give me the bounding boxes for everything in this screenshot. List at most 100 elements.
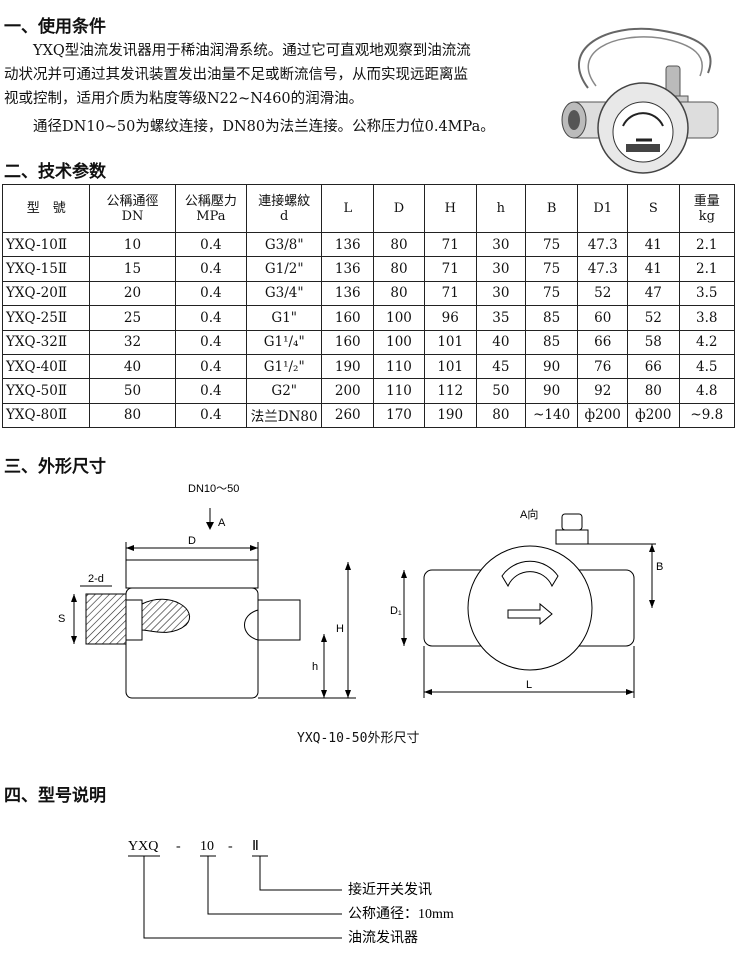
table-cell: 66 bbox=[577, 329, 629, 355]
table-cell: 40 bbox=[475, 329, 526, 355]
table-cell: YXQ-25Ⅱ bbox=[1, 305, 91, 331]
l-dim-label: L bbox=[526, 679, 532, 691]
table-cell: G1¹/₂" bbox=[246, 353, 323, 380]
table-cell: 160 bbox=[321, 305, 375, 331]
table-cell: 101 bbox=[423, 329, 477, 355]
table-cell: 110 bbox=[373, 353, 425, 380]
table-cell: 4.2 bbox=[678, 329, 736, 355]
table-cell: 4.5 bbox=[678, 353, 736, 380]
col-header: B bbox=[524, 184, 579, 233]
table-cell: 90 bbox=[524, 353, 579, 380]
table-cell: 47.3 bbox=[577, 256, 629, 282]
a-view-label: A向 bbox=[520, 507, 538, 521]
table-cell: 30 bbox=[475, 256, 526, 282]
table-cell: 200 bbox=[321, 378, 375, 404]
table-cell: G2" bbox=[246, 378, 323, 404]
col-header: H bbox=[423, 184, 477, 233]
table-cell: 10 bbox=[89, 231, 176, 258]
section-heading-dims: 三、外形尺寸 bbox=[4, 457, 106, 477]
table-cell: G1" bbox=[246, 305, 323, 331]
col-header: h bbox=[475, 184, 526, 233]
table-cell: 0.4 bbox=[174, 353, 248, 380]
table-cell: 76 bbox=[577, 353, 629, 380]
table-cell: 50 bbox=[89, 378, 176, 404]
d1-dim-label: D₁ bbox=[390, 605, 402, 617]
table-cell: 0.4 bbox=[174, 280, 248, 307]
usage-line-3: 视或控制，适用介质为粘度等级N22~N460的润滑油。 bbox=[4, 91, 364, 107]
table-cell: 0.4 bbox=[174, 256, 248, 282]
table-cell: 75 bbox=[524, 256, 579, 282]
table-cell: 100 bbox=[373, 329, 425, 355]
table-cell: 3.5 bbox=[678, 280, 736, 307]
table-cell: 90 bbox=[524, 378, 579, 404]
table-cell: 2.1 bbox=[678, 256, 736, 282]
model-desc-switch: 接近开关发讯 bbox=[348, 881, 432, 898]
table-cell: 80 bbox=[373, 280, 425, 307]
table-cell: 4.8 bbox=[678, 378, 736, 404]
col-header: 型 號 bbox=[1, 184, 91, 233]
col-header: D1 bbox=[577, 184, 629, 233]
table-cell: 3.8 bbox=[678, 305, 736, 331]
table-cell: 136 bbox=[321, 256, 375, 282]
table-cell: 160 bbox=[321, 329, 375, 355]
table-cell: 85 bbox=[524, 305, 579, 331]
table-cell: 190 bbox=[423, 402, 477, 429]
table-cell: 80 bbox=[373, 231, 425, 258]
table-cell: 41 bbox=[627, 231, 680, 258]
table-cell: 20 bbox=[89, 280, 176, 307]
table-cell: 50 bbox=[475, 378, 526, 404]
table-cell: YXQ-40Ⅱ bbox=[1, 353, 91, 380]
table-cell: 80 bbox=[373, 256, 425, 282]
table-cell: YXQ-20Ⅱ bbox=[1, 280, 91, 307]
table-cell: ф200 bbox=[627, 402, 680, 429]
model-code-diagram: YXQ - 10 - Ⅱ 接近开关发讯 公称通径：10mm 油流发讯器 bbox=[128, 839, 454, 946]
section-heading-usage: 一、使用条件 bbox=[4, 17, 106, 37]
table-cell: YXQ-32Ⅱ bbox=[1, 329, 91, 355]
table-cell: YXQ-10Ⅱ bbox=[1, 231, 91, 258]
section-heading-params: 二、技术参数 bbox=[4, 162, 106, 182]
table-cell: 40 bbox=[89, 353, 176, 380]
table-cell: 75 bbox=[524, 280, 579, 307]
table-cell: 0.4 bbox=[174, 402, 248, 429]
s-dim-label: S bbox=[58, 613, 65, 625]
table-cell: G3/8" bbox=[246, 231, 323, 258]
table-cell: 47 bbox=[627, 280, 680, 307]
table-cell: 85 bbox=[524, 329, 579, 355]
table-cell: 92 bbox=[577, 378, 629, 404]
table-cell: 66 bbox=[627, 353, 680, 380]
model-desc-series: 油流发讯器 bbox=[348, 930, 418, 946]
table-cell: 80 bbox=[89, 402, 176, 429]
table-cell: 190 bbox=[321, 353, 375, 380]
table-cell: YXQ-80Ⅱ bbox=[1, 402, 91, 429]
table-cell: ~9.8 bbox=[678, 402, 736, 429]
model-desc-diameter: 公称通径：10mm bbox=[348, 906, 454, 922]
table-cell: 100 bbox=[373, 305, 425, 331]
table-cell: 41 bbox=[627, 256, 680, 282]
table-cell: G1¹/₄" bbox=[246, 329, 323, 355]
col-header: S bbox=[627, 184, 680, 233]
table-cell: 52 bbox=[627, 305, 680, 331]
table-cell: 170 bbox=[373, 402, 425, 429]
table-cell: 0.4 bbox=[174, 378, 248, 404]
table-cell: 0.4 bbox=[174, 305, 248, 331]
h-lower-label: h bbox=[312, 661, 318, 673]
table-cell: 71 bbox=[423, 231, 477, 258]
dn-range-label: DN10～50 bbox=[188, 483, 239, 495]
table-cell: YXQ-15Ⅱ bbox=[1, 256, 91, 282]
table-cell: 96 bbox=[423, 305, 477, 331]
table-cell: 110 bbox=[373, 378, 425, 404]
drawing-caption: YXQ-10-50外形尺寸 bbox=[297, 731, 420, 746]
table-cell: 136 bbox=[321, 231, 375, 258]
table-cell: 45 bbox=[475, 353, 526, 380]
